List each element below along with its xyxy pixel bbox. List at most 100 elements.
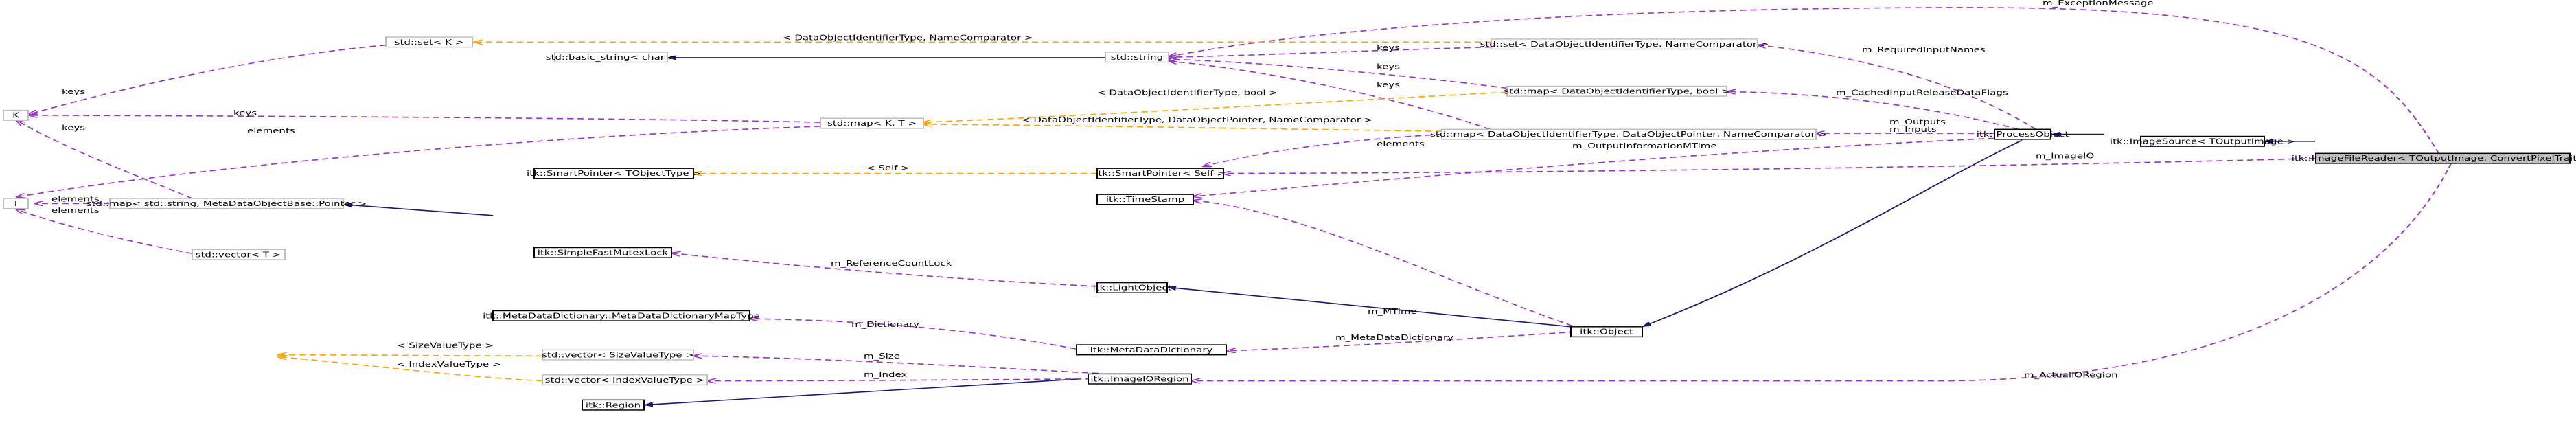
node-std-vector-index[interactable]: std::vector< IndexValueType > (542, 374, 708, 386)
node-label: itk::ProcessObject (1977, 130, 2069, 139)
edge-imageio (1222, 157, 2316, 174)
edge-mtime (1193, 201, 1573, 327)
node-object[interactable]: itk::Object (1570, 326, 1643, 338)
node-smart-pointer-tobjecttype[interactable]: itk::SmartPointer< TObjectType > (527, 168, 701, 179)
node-simple-fast-mutex-lock[interactable]: itk::SimpleFastMutexLock (533, 247, 672, 258)
node-image-file-reader[interactable]: itk::ImageFileReader< TOutputImage, Conv… (2292, 152, 2576, 164)
edge-inherit-object (1642, 139, 2023, 328)
node-label: itk::MetaDataDictionary (1090, 346, 1213, 355)
node-std-map-doid-bool[interactable]: std::map< DataObjectIdentifierType, bool… (1504, 85, 1730, 97)
edge-keys-map-string (16, 120, 193, 199)
edge-outputinformationmtime (1193, 137, 1995, 196)
label-inputs: m_Inputs (1889, 126, 1937, 135)
edge-tmpl-map-dop (923, 124, 1442, 133)
label-keys-map-string: keys (62, 124, 85, 133)
label-elements-map-string: elements (51, 195, 100, 204)
node-light-object[interactable]: itk::LightObject (1092, 282, 1172, 293)
label-elements-map-dop: elements (1377, 140, 1425, 149)
node-process-object[interactable]: itk::ProcessObject (1977, 128, 2069, 140)
edge-referencecountlock (671, 253, 1118, 288)
label-outputinformationmtime: m_OutputInformationMTime (1572, 142, 1717, 151)
node-label: itk::MetaDataDictionary::MetaDataDiction… (483, 312, 760, 321)
edge-cachedinput (1727, 92, 2019, 130)
node-label: itk::ImageSource< TOutputImage > (2110, 137, 2295, 146)
node-std-set-k[interactable]: std::set< K > (385, 36, 473, 48)
node-label: std::basic_string< char > (546, 54, 677, 62)
label-elements-map-kt: elements (247, 127, 295, 136)
node-label: itk::ImageIORegion (1090, 375, 1188, 384)
node-label: itk::Object (1580, 328, 1633, 337)
edge-inherit-lightobject (1166, 285, 1572, 328)
node-t[interactable]: T (3, 198, 29, 209)
edge-metadatadictionary (1227, 331, 1576, 351)
label-size: m_Size (864, 352, 900, 361)
label-tmpl-self: < Self > (866, 164, 910, 173)
edge-keys-set-doid (1169, 46, 1492, 58)
label-cachedinput: m_CachedInputReleaseDataFlags (1836, 89, 2008, 98)
edge-tmpl-size (278, 355, 543, 356)
node-std-vector-t[interactable]: std::vector< T > (192, 249, 286, 260)
label-keys-map-kt: keys (233, 109, 257, 118)
label-keys-set-k: keys (62, 88, 85, 97)
label-referencecountlock: m_ReferenceCountLock (831, 260, 952, 269)
edge-exceptionmessage (1169, 7, 2440, 154)
node-label: itk::Region (586, 401, 641, 410)
node-std-basic-string[interactable]: std::basic_string< char > (546, 52, 677, 63)
node-label: std::map< K, T > (827, 120, 917, 128)
node-std-map-string-pointer[interactable]: std::map< std::string, MetaDataObjectBas… (87, 198, 367, 209)
node-label: itk::SmartPointer< TObjectType > (527, 170, 701, 179)
label-tmpl-map-bool: < DataObjectIdentifierType, bool > (1097, 89, 1278, 98)
node-label: itk::ImageFileReader< TOutputImage, Conv… (2292, 155, 2576, 163)
label-tmpl-set: < DataObjectIdentifierType, NameComparat… (783, 34, 1033, 43)
node-label: std::set< K > (395, 38, 464, 47)
node-std-set-doid[interactable]: std::set< DataObjectIdentifierType, Name… (1480, 38, 1769, 50)
edge-inherit-region (643, 378, 1082, 407)
node-image-io-region[interactable]: itk::ImageIORegion (1088, 373, 1192, 385)
edge-keys-set-k (29, 44, 387, 115)
edge-keys-map-bool (1169, 59, 1508, 89)
edge-elements-vector-t (16, 209, 193, 255)
label-keys-map-bool: keys (1377, 63, 1400, 72)
label-tmpl-map-dop: < DataObjectIdentifierType, DataObjectPo… (1022, 116, 1372, 125)
label-actualioregion: m_ActualIORegion (2024, 371, 2118, 380)
edge-index (707, 378, 1092, 381)
node-label: std::vector< SizeValueType > (542, 351, 694, 360)
edge-size (693, 356, 1099, 374)
node-std-map-doid-dop[interactable]: std::map< DataObjectIdentifierType, Data… (1430, 128, 1827, 140)
node-label: K (12, 111, 19, 120)
edge-tmpl-map-bool (923, 91, 1508, 122)
edge-tmpl-index (278, 357, 543, 382)
node-k[interactable]: K (3, 109, 29, 121)
edge-keys-map-dop (1169, 61, 1491, 130)
node-std-map-k-t[interactable]: std::map< K, T > (820, 117, 924, 129)
node-time-stamp[interactable]: itk::TimeStamp (1096, 194, 1194, 205)
edge-inherit-mapstringpointer (343, 203, 494, 216)
node-label: itk::SimpleFastMutexLock (538, 249, 669, 258)
edge-elements-map-kt (16, 126, 821, 197)
node-smart-pointer-self[interactable]: itk::SmartPointer< Self > (1095, 168, 1226, 179)
node-label: std::string (1111, 54, 1163, 62)
node-label: std::map< DataObjectIdentifierType, Data… (1430, 130, 1827, 139)
node-std-vector-size[interactable]: std::vector< SizeValueType > (542, 349, 694, 361)
label-dictionary: m_Dictionary (851, 321, 919, 330)
node-std-string[interactable]: std::string (1105, 52, 1169, 63)
label-outputs: m_Outputs (1889, 118, 1946, 127)
node-meta-data-dictionary-map-type[interactable]: itk::MetaDataDictionary::MetaDataDiction… (483, 310, 760, 321)
node-image-source[interactable]: itk::ImageSource< TOutputImage > (2110, 135, 2295, 147)
node-label: std::map< std::string, MetaDataObjectBas… (87, 200, 367, 209)
label-requiredinputnames: m_RequiredInputNames (1862, 46, 1986, 55)
node-label: std::map< DataObjectIdentifierType, bool… (1504, 87, 1729, 96)
node-region[interactable]: itk::Region (582, 399, 645, 411)
label-elements-vector-t: elements (51, 207, 100, 216)
node-label: itk::SmartPointer< Self > (1095, 170, 1226, 179)
label-tmpl-size: < SizeValueType > (397, 341, 494, 350)
edge-elements-map-dop (1203, 133, 1442, 167)
label-keys-set-doid: keys (1377, 44, 1400, 53)
node-label: std::set< DataObjectIdentifierType, Name… (1480, 41, 1769, 49)
node-meta-data-dictionary[interactable]: itk::MetaDataDictionary (1076, 344, 1227, 356)
label-imageio: m_ImageIO (2036, 152, 2094, 161)
label-index: m_Index (864, 371, 908, 380)
label-tmpl-index: < IndexValueType > (397, 361, 501, 369)
node-label: std::vector< T > (196, 251, 281, 260)
